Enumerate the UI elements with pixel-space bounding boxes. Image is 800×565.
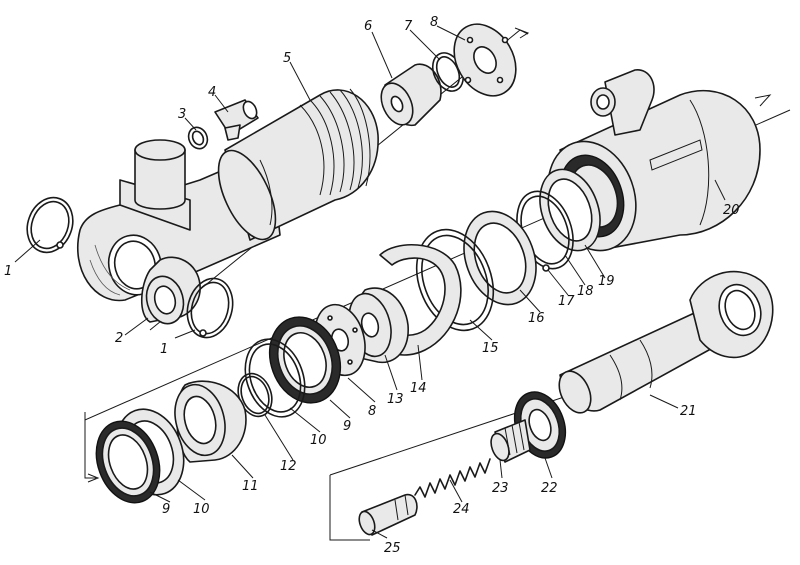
label-10-mid: 10 [310, 433, 327, 448]
label-15: 15 [482, 341, 499, 356]
flange-part-8-top [453, 23, 517, 97]
seal-assembly-lower [95, 408, 185, 504]
label-23: 23 [492, 481, 509, 496]
label-18: 18 [577, 284, 594, 299]
label-2: 2 [115, 331, 123, 346]
label-9-lower: 9 [162, 502, 170, 517]
label-17: 17 [558, 294, 575, 309]
label-16: 16 [528, 311, 545, 326]
label-21: 21 [680, 404, 697, 419]
pin-part-25 [358, 493, 418, 536]
piston-rod-part-21 [558, 270, 774, 414]
label-12: 12 [280, 459, 297, 474]
label-5: 5 [283, 51, 291, 66]
snap-ring-lower [186, 277, 234, 339]
label-25: 25 [384, 541, 401, 556]
label-8-top: 8 [430, 15, 438, 30]
label-3: 3 [178, 107, 186, 122]
seal-rings-15-19 [415, 168, 601, 332]
leader-lines [14, 25, 726, 539]
label-8-lower: 8 [368, 404, 376, 419]
label-13: 13 [387, 392, 404, 407]
spring-part-24 [414, 458, 491, 498]
label-19: 19 [598, 274, 615, 289]
guide-bushing-part-11 [174, 380, 247, 463]
ring-part-10 [244, 338, 306, 418]
label-9-mid: 9 [343, 419, 351, 434]
label-11: 11 [242, 479, 259, 494]
label-10-lower: 10 [193, 502, 210, 517]
label-1-left: 1 [4, 264, 12, 279]
label-4: 4 [208, 85, 216, 100]
snap-ring-left [26, 196, 74, 254]
label-7: 7 [404, 19, 413, 34]
label-1-lower: 1 [160, 342, 168, 357]
label-22: 22 [541, 481, 558, 496]
callout-labels: 1 1 2 3 4 5 6 7 8 8 9 9 10 10 11 12 13 1… [4, 15, 740, 556]
seal-part-9 [268, 316, 342, 404]
label-24: 24 [453, 502, 470, 517]
label-6: 6 [364, 19, 372, 34]
label-14: 14 [410, 381, 427, 396]
cylinder-barrel [217, 88, 379, 241]
label-20: 20 [723, 203, 740, 218]
threaded-plug-part-23 [490, 419, 531, 463]
nut-part-6 [380, 63, 442, 127]
bushing-part-2 [140, 256, 201, 325]
